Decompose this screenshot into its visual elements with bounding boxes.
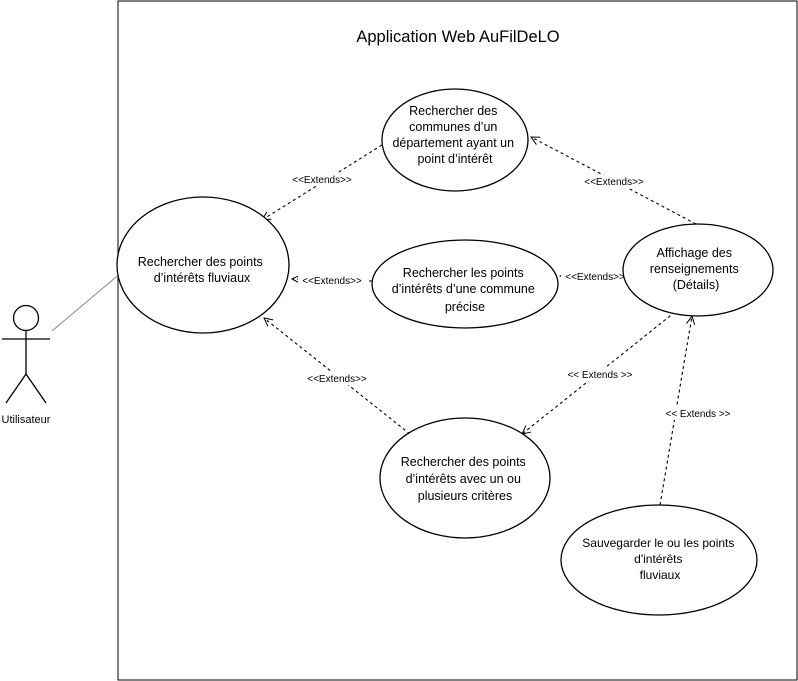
extend-sauvegarder-to-affichage	[659, 316, 692, 506]
actor-label: Utilisateur	[2, 414, 51, 426]
use-case-label: Rechercher des points d’intérêts fluviau…	[138, 255, 267, 285]
extend-criteres-to-points	[264, 318, 411, 435]
use-case-rechercher-communes[interactable]: Rechercher des communes d’un département…	[381, 88, 529, 192]
use-case-rechercher-points[interactable]: Rechercher des points d’intérêts fluviau…	[116, 196, 290, 334]
use-case-label: Affichage des renseignements (Détails)	[650, 246, 742, 292]
use-case-label: Rechercher des points d’intérêts avec un…	[401, 455, 530, 503]
actor-right-leg	[25, 373, 47, 404]
label-sauvegarder-to-affichage: << Extends >>	[665, 409, 730, 420]
label-affichage-to-criteres: << Extends >>	[567, 370, 632, 381]
label-affichage-to-communes: <<Extends>>	[584, 177, 644, 188]
label-communes-to-points: <<Extends>>	[292, 175, 352, 186]
actor-head	[12, 304, 40, 332]
use-case-label: Sauvegarder le ou les points d'intérêts …	[582, 536, 737, 582]
actor-left-leg	[5, 373, 27, 404]
use-case-sauvegarder[interactable]: Sauvegarder le ou les points d'intérêts …	[560, 504, 758, 616]
use-case-rechercher-commune-precise[interactable]: Rechercher les points d’intérêts d’une c…	[371, 239, 559, 329]
association-line	[51, 271, 123, 332]
label-affichage-to-commune: <<Extends>>	[565, 272, 625, 283]
use-case-affichage[interactable]: Affichage des renseignements (Détails)	[622, 223, 774, 317]
use-case-label: Rechercher des communes d’un département…	[392, 104, 517, 166]
use-case-rechercher-criteres[interactable]: Rechercher des points d’intérêts avec un…	[379, 417, 551, 539]
system-title: Application Web AuFilDeLO	[356, 28, 559, 46]
label-commune-to-points: <<Extends>>	[302, 276, 362, 287]
use-case-label: Rechercher les points d’intérêts d’une c…	[392, 266, 539, 314]
label-criteres-to-points: <<Extends>>	[307, 374, 367, 385]
actor-utilisateur[interactable]: Utilisateur	[2, 304, 51, 427]
extend-affichage-to-communes	[531, 137, 697, 225]
